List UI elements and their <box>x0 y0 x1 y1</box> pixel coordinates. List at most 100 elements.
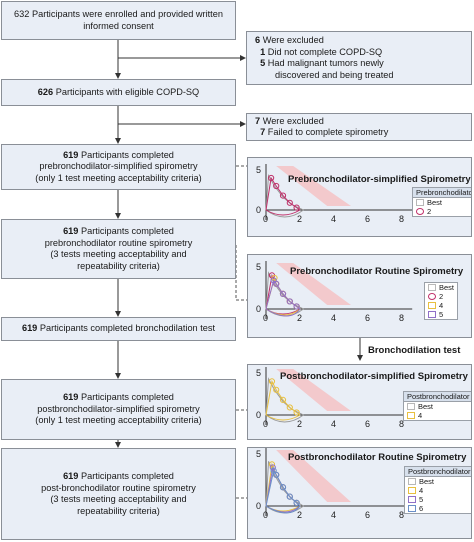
x-tick-label: 0 <box>263 214 268 224</box>
legend-item-label: Best <box>427 198 443 207</box>
trial-point <box>286 199 293 206</box>
legend-item-label: Best <box>419 477 435 486</box>
enrolled-text-2: informed consent <box>83 20 154 31</box>
best-curve <box>265 173 304 211</box>
trial-point <box>273 280 280 287</box>
legend-item: 2 <box>413 207 471 216</box>
excluded-head-1: Were excluded <box>262 35 324 45</box>
legend-item: Best <box>425 283 457 292</box>
legend-swatch <box>428 284 436 291</box>
step-box-2: 619 Participants completed prebronchodil… <box>1 219 236 279</box>
best-curve <box>265 271 304 310</box>
x-tick-label: 2 <box>297 510 302 520</box>
eligible-count: 626 <box>37 86 54 97</box>
step-text-2b: prebronchodilator routine spirometry <box>44 237 193 248</box>
legend-item-label: 5 <box>419 495 424 504</box>
enrolled-text: Participants were enrolled and provided … <box>31 9 223 19</box>
step-box-5: 619 Participants completed post-bronchod… <box>1 448 236 540</box>
y-tick-label: 0 <box>256 501 261 511</box>
legend-item-label: Best <box>439 283 455 292</box>
legend-swatch <box>408 478 416 485</box>
legend-title-3: Postbronchodilator <box>404 392 471 402</box>
step-count-3: 619 <box>21 323 38 334</box>
step-count-5: 619 <box>63 471 79 481</box>
x-tick-label: 4 <box>331 419 336 429</box>
x-tick-label: 0 <box>263 313 268 323</box>
trial-point <box>273 471 280 478</box>
y-tick-label: 0 <box>256 304 261 314</box>
excluded-reason-1: Did not complete COPD-SQ <box>267 46 383 57</box>
legend-item: 4 <box>425 301 457 310</box>
legend-swatch <box>407 412 415 419</box>
excluded-count-2: 7 <box>255 115 261 126</box>
enrolled-box: 632 Participants were enrolled and provi… <box>1 1 236 40</box>
legend-item: Best <box>413 198 471 207</box>
x-tick-label: 4 <box>331 214 336 224</box>
step-text-1b: prebronchodilator-simplified spirometry <box>39 161 198 172</box>
eligible-text: Participants with eligible COPD-SQ <box>55 86 200 97</box>
panel-legend-2: Best 2 4 5 <box>424 282 459 320</box>
reference-band <box>276 450 351 502</box>
reference-band <box>276 369 351 411</box>
trial-point <box>268 461 276 468</box>
step-text-1a: Participants completed <box>80 149 174 160</box>
excluded-reason-count-2: 5 <box>260 58 266 68</box>
excluded-reason-2a: Had malignant tumors newly <box>267 58 384 68</box>
trial-point <box>286 493 293 500</box>
trial-point <box>286 298 293 305</box>
panel-legend-3: Postbronchodilator Best 4 <box>403 391 471 421</box>
excluded-head-2: Were excluded <box>262 115 324 126</box>
legend-swatch <box>408 505 416 512</box>
trial-point <box>286 404 293 411</box>
trial-point <box>279 192 287 199</box>
legend-item: 4 <box>405 486 471 495</box>
panel-legend-1: Prebronchodilator Best 2 <box>412 187 471 217</box>
legend-item-label: 2 <box>439 292 444 301</box>
legend-item-label: 4 <box>418 411 423 420</box>
trial-point <box>269 464 276 471</box>
trial-point <box>293 204 300 211</box>
excluded-count-1: 6 <box>255 35 261 45</box>
y-tick-label: 5 <box>256 368 261 378</box>
legend-title-1: Prebronchodilator <box>413 188 471 198</box>
trial-curve <box>265 469 301 507</box>
y-tick-label: 5 <box>256 449 261 459</box>
x-tick-label: 0 <box>263 419 268 429</box>
panel-title-1: Prebronchodilator-simplified Spirometry <box>288 174 471 185</box>
trial-point <box>273 386 280 393</box>
legend-item-label: 2 <box>427 207 432 216</box>
legend-swatch <box>407 403 415 410</box>
legend-swatch <box>408 487 416 494</box>
trial-curve <box>265 379 301 416</box>
legend-item: 5 <box>425 310 457 319</box>
trial-point <box>268 378 276 385</box>
x-tick-label: 6 <box>365 214 370 224</box>
step-count-4: 619 <box>63 392 79 403</box>
excluded-box-1: 6 Were excluded 1 Did not complete COPD-… <box>246 31 472 85</box>
legend-item-label: 6 <box>419 504 424 513</box>
x-tick-label: 2 <box>297 214 302 224</box>
step-count-1: 619 <box>63 149 79 160</box>
y-tick-label: 0 <box>256 410 261 420</box>
x-tick-label: 8 <box>399 214 404 224</box>
trial-point <box>279 396 287 403</box>
trial-curve <box>265 279 301 310</box>
legend-item: 5 <box>405 495 471 504</box>
legend-item-label: 4 <box>419 486 424 495</box>
step-text-3a: Participants completed bronchodilation t… <box>39 323 216 334</box>
legend-swatch <box>428 311 436 318</box>
panel-legend-4: Postbronchodilator Best 4 5 6 <box>404 466 471 514</box>
x-tick-label: 2 <box>297 313 302 323</box>
step-text-2d: repeatability criteria) <box>77 260 160 271</box>
excluded-reason-count-1: 1 <box>260 46 266 57</box>
x-tick-label: 8 <box>399 510 404 520</box>
step-text-4c: (only 1 test meeting acceptability crite… <box>35 415 202 426</box>
legend-item: 2 <box>425 292 457 301</box>
enrolled-count: 632 <box>14 9 30 19</box>
step-box-1: 619 Participants completed prebronchodil… <box>1 144 236 190</box>
step-text-4a: Participants completed <box>80 392 174 403</box>
x-tick-label: 0 <box>263 510 268 520</box>
